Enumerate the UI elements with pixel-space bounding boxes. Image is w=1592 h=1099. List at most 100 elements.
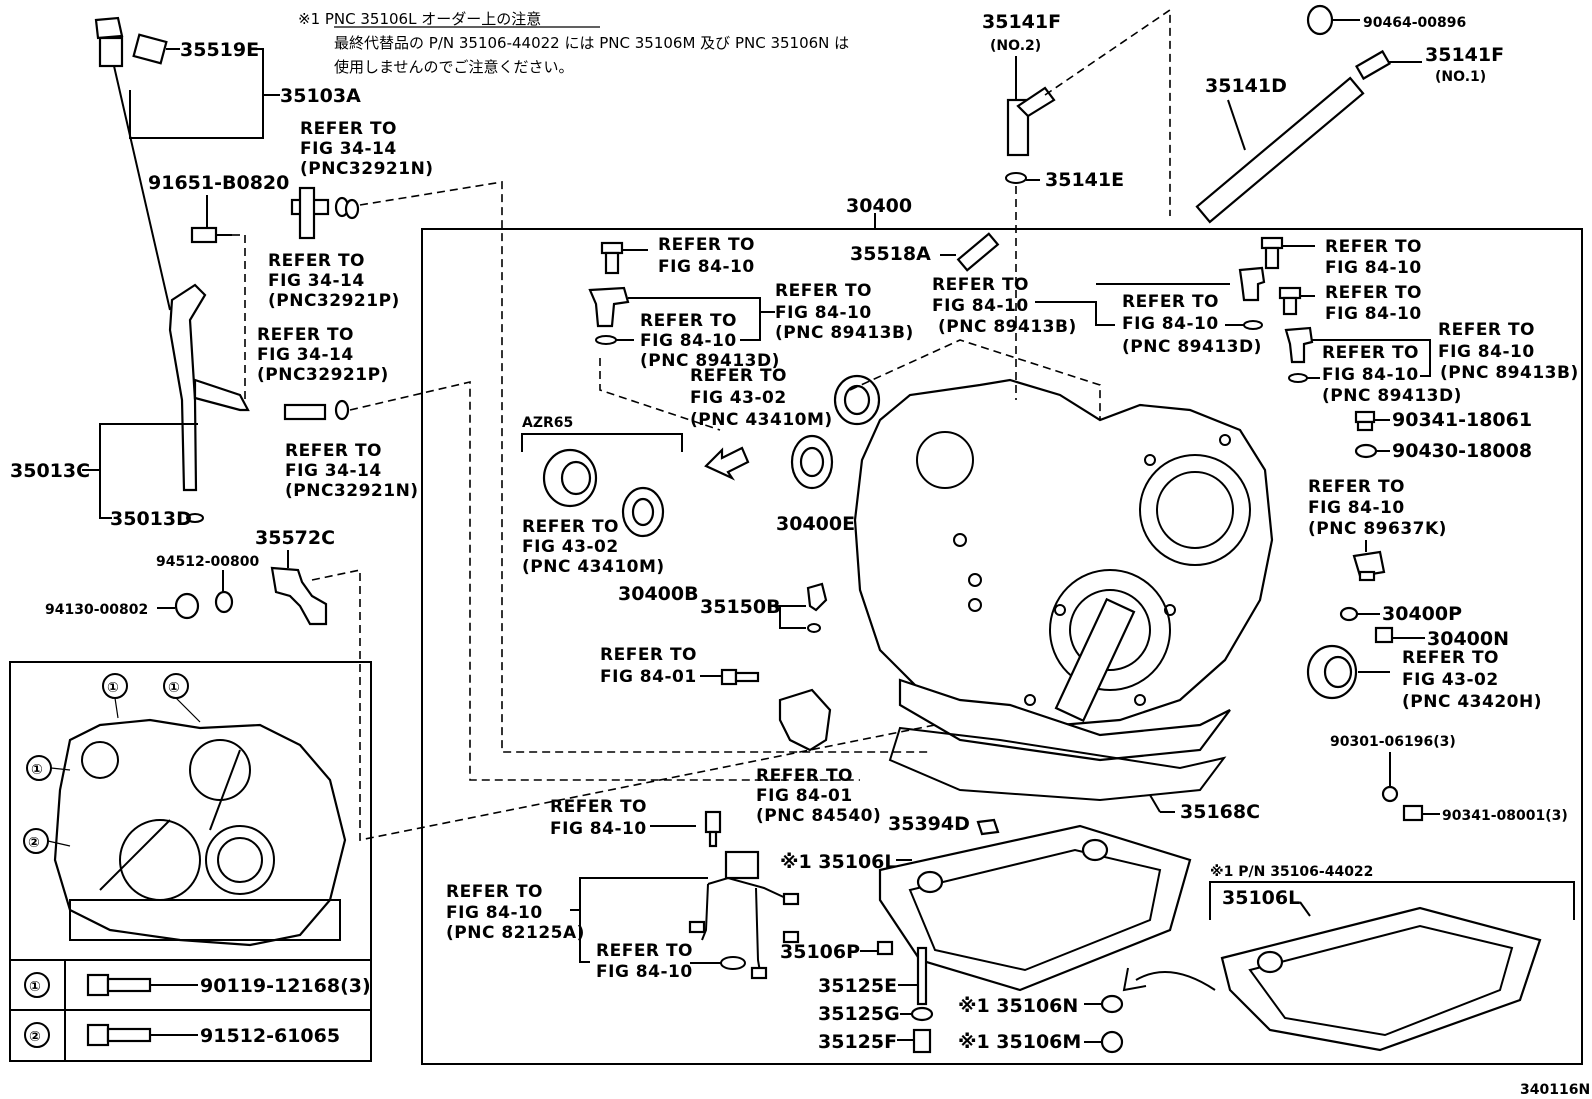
refer-r13-line-1: FIG 84-10 — [1325, 304, 1422, 324]
oil-pan-35106L — [878, 824, 1192, 992]
label-90464-00896: 90464-00896 — [1363, 15, 1466, 31]
label-35519E: 35519E — [180, 39, 259, 61]
refer-r16-line-1: FIG 84-10 — [1308, 498, 1405, 518]
label-35013D: 35013D — [110, 508, 192, 530]
refer-r9-line-0: REFER TO — [522, 517, 619, 537]
refer-r10-line-1: FIG 84-10 — [932, 296, 1029, 316]
label-35106M: ※1 35106M — [958, 1031, 1081, 1053]
label-90430-18008: 90430-18008 — [1392, 440, 1532, 462]
seal-30400B — [621, 486, 665, 538]
refer-r21-line-1: FIG 84-10 — [446, 903, 543, 923]
refer-r19-line-0: REFER TO — [756, 766, 853, 786]
arrow-icon — [704, 446, 750, 481]
label-90341-08001: 90341-08001(3) — [1442, 808, 1568, 824]
figure-code: 340116N — [1520, 1082, 1590, 1098]
inset-callouts: ① ① ① ② — [23, 673, 201, 854]
label-35168C: 35168C — [1180, 801, 1260, 823]
refer-r20-line-0: REFER TO — [550, 797, 647, 817]
note-line-3: 使用しませんのでご注意ください。 — [334, 58, 574, 76]
label-30400P: 30400P — [1382, 603, 1462, 625]
label-no1: (NO.1) — [1435, 69, 1486, 85]
label-91651-B0820: 91651-B0820 — [148, 172, 289, 194]
hose-35141D — [1195, 76, 1365, 224]
refer-r10-line-0: REFER TO — [932, 275, 1029, 295]
refer-r7-line-2: (PNC 89413D) — [640, 351, 780, 371]
refer-r3-line-0: REFER TO — [257, 325, 354, 345]
refer-r6-line-0: REFER TO — [775, 281, 872, 301]
refer-r12-line-0: REFER TO — [1325, 237, 1422, 257]
speed-sensor-3 — [1284, 326, 1314, 364]
speed-sensor-2 — [1238, 266, 1266, 302]
label-35125F: 35125F — [818, 1031, 897, 1053]
seal-43410M — [833, 374, 881, 426]
refer-r18-line-1: FIG 84-01 — [600, 667, 697, 687]
refer-r8-line-1: FIG 43-02 — [690, 388, 787, 408]
refer-r17-line-2: (PNC 43420H) — [1402, 692, 1542, 712]
label-35106L: ※1 35106L — [780, 851, 897, 873]
label-35141D: 35141D — [1205, 75, 1287, 97]
refer-r6-line-1: FIG 84-10 — [775, 303, 872, 323]
refer-r8-line-0: REFER TO — [690, 366, 787, 386]
label-30400E: 30400E — [776, 513, 855, 535]
svg-text:①: ① — [107, 680, 119, 696]
refer-r17-line-0: REFER TO — [1402, 648, 1499, 668]
label-94512-00800: 94512-00800 — [156, 554, 259, 570]
legend-row-1: ① 90119-12168(3) — [24, 972, 371, 998]
refer-r16-line-2: (PNC 89637K) — [1308, 519, 1447, 539]
dipstick-35103A — [94, 16, 171, 311]
solenoid — [724, 850, 760, 880]
oil-pan-alt — [1220, 906, 1542, 1052]
hose-fitting-upper — [290, 186, 360, 240]
label-35394D: 35394D — [888, 813, 970, 835]
bolt-35125E — [916, 946, 928, 1006]
refer-r11-line-2: (PNC 89413D) — [1122, 337, 1262, 357]
label-35518A: 35518A — [850, 243, 931, 265]
refer-r16-line-0: REFER TO — [1308, 477, 1405, 497]
fitting-35141F-no2 — [1006, 86, 1056, 157]
bracket-35572C — [270, 566, 328, 626]
label-35125E: 35125E — [818, 975, 897, 997]
refer-r15-line-0: REFER TO — [1322, 343, 1419, 363]
refer-r9-line-2: (PNC 43410M) — [522, 557, 665, 577]
svg-text:②: ② — [28, 835, 40, 851]
refer-r13-line-0: REFER TO — [1325, 283, 1422, 303]
refer-r5-line-1: FIG 84-10 — [658, 257, 755, 277]
label-35141F-no2: 35141F — [982, 11, 1061, 33]
svg-text:①: ① — [31, 762, 43, 778]
refer-r19-line-1: FIG 84-01 — [756, 786, 853, 806]
refer-r15-line-2: (PNC 89413D) — [1322, 386, 1462, 406]
refer-r2-line-2: (PNC32921P) — [268, 291, 400, 311]
refer-r2-line-0: REFER TO — [268, 251, 365, 271]
svg-text:①: ① — [29, 979, 41, 995]
label-alt-pn: ※1 P/N 35106-44022 — [1210, 864, 1373, 880]
refer-r14-line-2: (PNC 89413B) — [1440, 363, 1579, 383]
refer-r7-line-0: REFER TO — [640, 311, 737, 331]
refer-r4-line-2: (PNC32921N) — [285, 481, 419, 501]
label-35141F-no1: 35141F — [1425, 44, 1504, 66]
refer-r12-line-1: FIG 84-10 — [1325, 258, 1422, 278]
label-35572C: 35572C — [255, 527, 335, 549]
refer-r4-line-0: REFER TO — [285, 441, 382, 461]
speed-sensor-1 — [588, 286, 630, 328]
label-90301-06196: 90301-06196(3) — [1330, 734, 1456, 750]
assembly-30400-frame — [421, 228, 1583, 1065]
label-30400N: 30400N — [1427, 628, 1509, 650]
label-90341-18061: 90341-18061 — [1392, 409, 1532, 431]
legend-part-2: 91512-61065 — [200, 1025, 340, 1047]
refer-r1-line-1: FIG 34-14 — [300, 139, 397, 159]
refer-r15-line-1: FIG 84-10 — [1322, 365, 1419, 385]
refer-r8-line-2: (PNC 43410M) — [690, 410, 833, 430]
refer-r11-line-1: FIG 84-10 — [1122, 314, 1219, 334]
refer-r3-line-1: FIG 34-14 — [257, 345, 354, 365]
label-no2: (NO.2) — [990, 38, 1041, 54]
gasket-35168C — [888, 726, 1227, 802]
refer-r20-line-1: FIG 84-10 — [550, 819, 647, 839]
inset-box — [9, 661, 372, 1062]
refer-r7-line-1: FIG 84-10 — [640, 331, 737, 351]
refer-r11-line-0: REFER TO — [1122, 292, 1219, 312]
refer-r1-line-2: (PNC32921N) — [300, 159, 434, 179]
refer-r22-line-1: FIG 84-10 — [596, 962, 693, 982]
bolt-refer-2 — [1260, 236, 1284, 270]
refer-r3-line-2: (PNC32921P) — [257, 365, 389, 385]
